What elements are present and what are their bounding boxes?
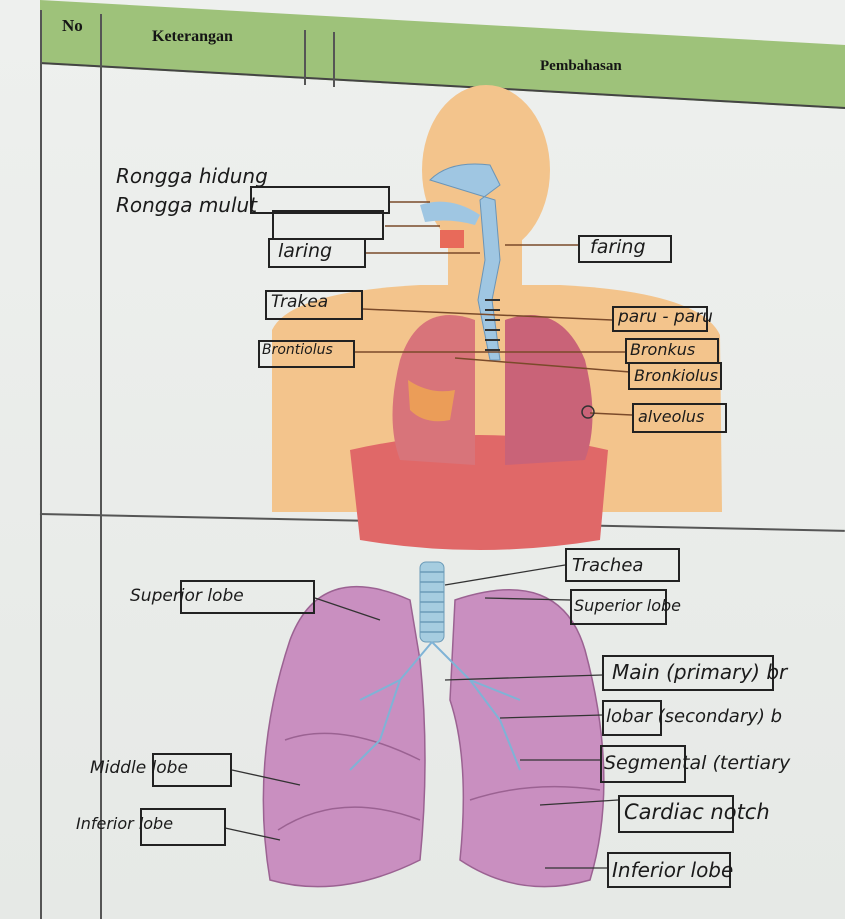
- label-bronkiolus: Bronkiolus: [634, 366, 718, 385]
- label-alveolus: alveolus: [638, 407, 704, 426]
- label-paru-paru: paru - paru: [618, 307, 713, 327]
- label-box-rongga-mulut: [272, 210, 384, 240]
- label-lobar-bronchus: lobar (secondary) b: [606, 706, 782, 727]
- label-inferior-lobe-right: Inferior lobe: [612, 858, 733, 882]
- label-superior-lobe-left: Superior lobe: [130, 586, 244, 606]
- label-main-bronchus: Main (primary) br: [612, 660, 787, 684]
- label-rongga-hidung: Rongga hidung: [116, 164, 268, 188]
- label-faring: faring: [590, 236, 646, 258]
- label-bronkus: Bronkus: [630, 340, 695, 359]
- label-cardiac-notch: Cardiac notch: [624, 800, 770, 824]
- label-superior-lobe-right: Superior lobe: [574, 596, 681, 615]
- label-trakea: Trakea: [271, 292, 328, 312]
- label-trachea: Trachea: [572, 555, 643, 576]
- label-segmental: Segmental (tertiary: [604, 752, 790, 774]
- label-brontiolus: Brontiolus: [262, 342, 333, 358]
- label-middle-lobe: Middle lobe: [90, 758, 188, 778]
- label-inferior-lobe-left: Inferior lobe: [76, 814, 173, 833]
- label-laring: laring: [278, 240, 332, 262]
- label-rongga-mulut: Rongga mulut: [116, 193, 257, 217]
